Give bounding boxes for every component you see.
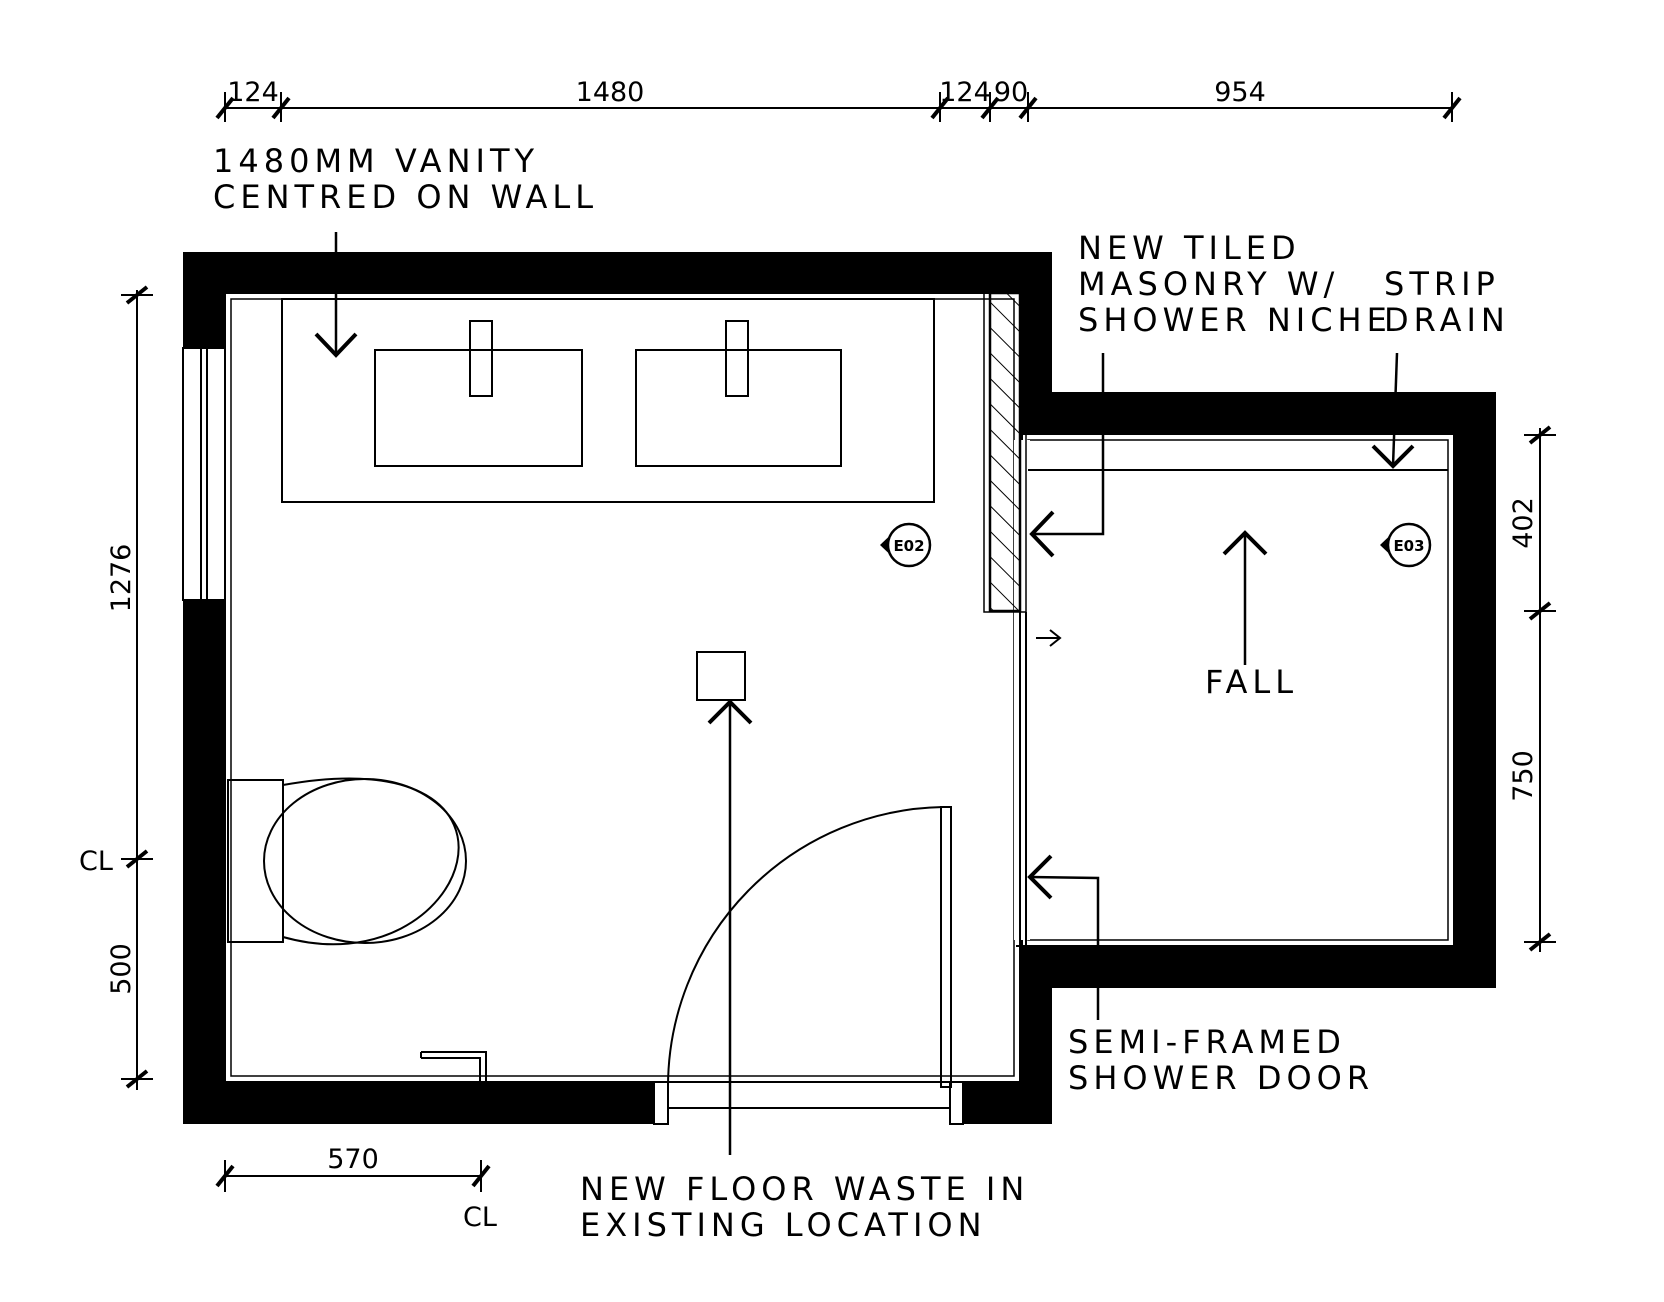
note-masonry-line-1: NEW TILED bbox=[1078, 229, 1301, 267]
note-strip-drain-line-2: DRAIN bbox=[1384, 301, 1510, 339]
note-floor-waste-line-2: EXISTING LOCATION bbox=[580, 1206, 987, 1244]
dimension-label: 124 bbox=[939, 77, 991, 108]
leader-masonry bbox=[1029, 353, 1105, 558]
note-masonry-line-2: MASONRY W/ bbox=[1078, 265, 1339, 303]
leader-floor-waste bbox=[707, 699, 753, 1155]
leader-strip-drain bbox=[1371, 352, 1415, 469]
elevation-tag-e02: E02 bbox=[880, 522, 932, 568]
note-vanity: 1480MM VANITY CENTRED ON WALL bbox=[213, 142, 598, 216]
note-strip-drain: STRIP DRAIN bbox=[1384, 265, 1510, 339]
dimension-bottom: 570 CL bbox=[215, 1144, 497, 1233]
note-masonry-line-3: SHOWER NICHE bbox=[1078, 301, 1392, 339]
note-vanity-line-2: CENTRED ON WALL bbox=[213, 178, 598, 216]
centre-line-label: CL bbox=[79, 846, 113, 877]
leader-vanity bbox=[314, 232, 358, 358]
dimension-label: 124 bbox=[227, 77, 279, 108]
note-shower-door: SEMI-FRAMED SHOWER DOOR bbox=[1068, 1023, 1374, 1097]
elevation-tag-label: E03 bbox=[1393, 537, 1424, 555]
dimension-label: 954 bbox=[1214, 77, 1266, 108]
elevation-tag-label: E02 bbox=[893, 537, 924, 555]
window bbox=[182, 347, 226, 601]
note-shower-door-line-2: SHOWER DOOR bbox=[1068, 1059, 1374, 1097]
dimension-label: 1276 bbox=[106, 544, 137, 613]
dimension-top: 124 1480 124 90 954 bbox=[215, 77, 1462, 122]
shower-door-direction-arrow bbox=[1036, 629, 1062, 647]
dimension-label: 570 bbox=[327, 1144, 379, 1175]
dimension-right: 402 750 bbox=[1508, 425, 1556, 952]
elevation-tag-e03: E03 bbox=[1380, 522, 1432, 568]
masonry-niche-wall bbox=[983, 291, 1027, 613]
dimension-label: 500 bbox=[106, 943, 137, 995]
note-fall: FALL bbox=[1205, 663, 1298, 701]
note-floor-waste: NEW FLOOR WASTE IN EXISTING LOCATION bbox=[580, 1170, 1029, 1244]
note-floor-waste-line-1: NEW FLOOR WASTE IN bbox=[580, 1170, 1029, 1208]
centre-line-label: CL bbox=[463, 1202, 497, 1233]
basin-right bbox=[635, 320, 842, 467]
note-strip-drain-line-1: STRIP bbox=[1384, 265, 1500, 303]
toilet bbox=[227, 777, 467, 946]
vanity bbox=[281, 298, 935, 503]
toilet-roll-holder bbox=[420, 1051, 487, 1082]
dimension-label: 1480 bbox=[576, 77, 645, 108]
walls bbox=[183, 252, 1496, 1124]
dimension-left: 1276 500 CL bbox=[79, 285, 153, 1090]
entry-door bbox=[653, 806, 964, 1125]
note-vanity-line-1: 1480MM VANITY bbox=[213, 142, 539, 180]
note-masonry: NEW TILED MASONRY W/ SHOWER NICHE bbox=[1078, 229, 1392, 339]
dimension-label: 90 bbox=[994, 77, 1028, 108]
dimension-label: 402 bbox=[1508, 497, 1539, 549]
leader-shower-door bbox=[1027, 854, 1100, 1020]
basin-left bbox=[374, 320, 583, 467]
note-shower-door-line-1: SEMI-FRAMED bbox=[1068, 1023, 1346, 1061]
fall-arrow bbox=[1222, 530, 1268, 665]
floor-waste bbox=[696, 651, 746, 701]
dimension-label: 750 bbox=[1508, 750, 1539, 802]
